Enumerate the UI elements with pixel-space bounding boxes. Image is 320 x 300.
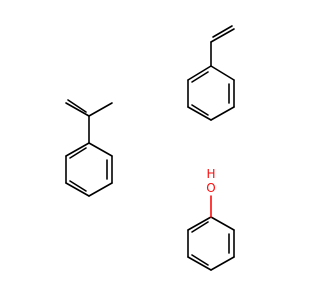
bond: [88, 182, 113, 197]
hydrogen-atom-label: H: [206, 167, 215, 181]
methyl-bond: [88, 102, 113, 117]
bond: [65, 182, 90, 197]
molecule-canvas: O H: [0, 0, 300, 300]
bond: [65, 142, 90, 157]
bond: [210, 216, 235, 231]
bond: [187, 65, 212, 81]
bond: [210, 106, 235, 121]
inner-double-bond: [191, 221, 209, 233]
inner-double-bond: [69, 180, 87, 192]
bond: [187, 106, 212, 121]
phenol-ring: [187, 216, 235, 271]
vinyl-double-bond-inner: [212, 25, 233, 38]
inner-double-bond: [191, 104, 209, 116]
oxygen-atom-label: O: [206, 181, 215, 195]
vinyl-double-bond: [210, 28, 235, 43]
bond: [187, 256, 212, 271]
methylene-double-bond-inner: [67, 99, 87, 113]
alpha-methylstyrene-ring: [65, 142, 113, 197]
alpha-methylstyrene-molecule: [65, 99, 113, 197]
canvas-background: [0, 0, 300, 300]
bond: [210, 256, 235, 271]
bond: [187, 216, 212, 231]
inner-double-bond: [69, 147, 87, 159]
bond: [88, 142, 113, 157]
styrene-molecule: [187, 25, 235, 121]
bond: [210, 65, 235, 81]
inner-double-bond: [191, 254, 209, 266]
inner-double-bond: [191, 71, 209, 83]
methylene-double-bond: [65, 102, 90, 117]
styrene-ring: [187, 65, 235, 121]
phenol-molecule: O H: [187, 167, 235, 271]
